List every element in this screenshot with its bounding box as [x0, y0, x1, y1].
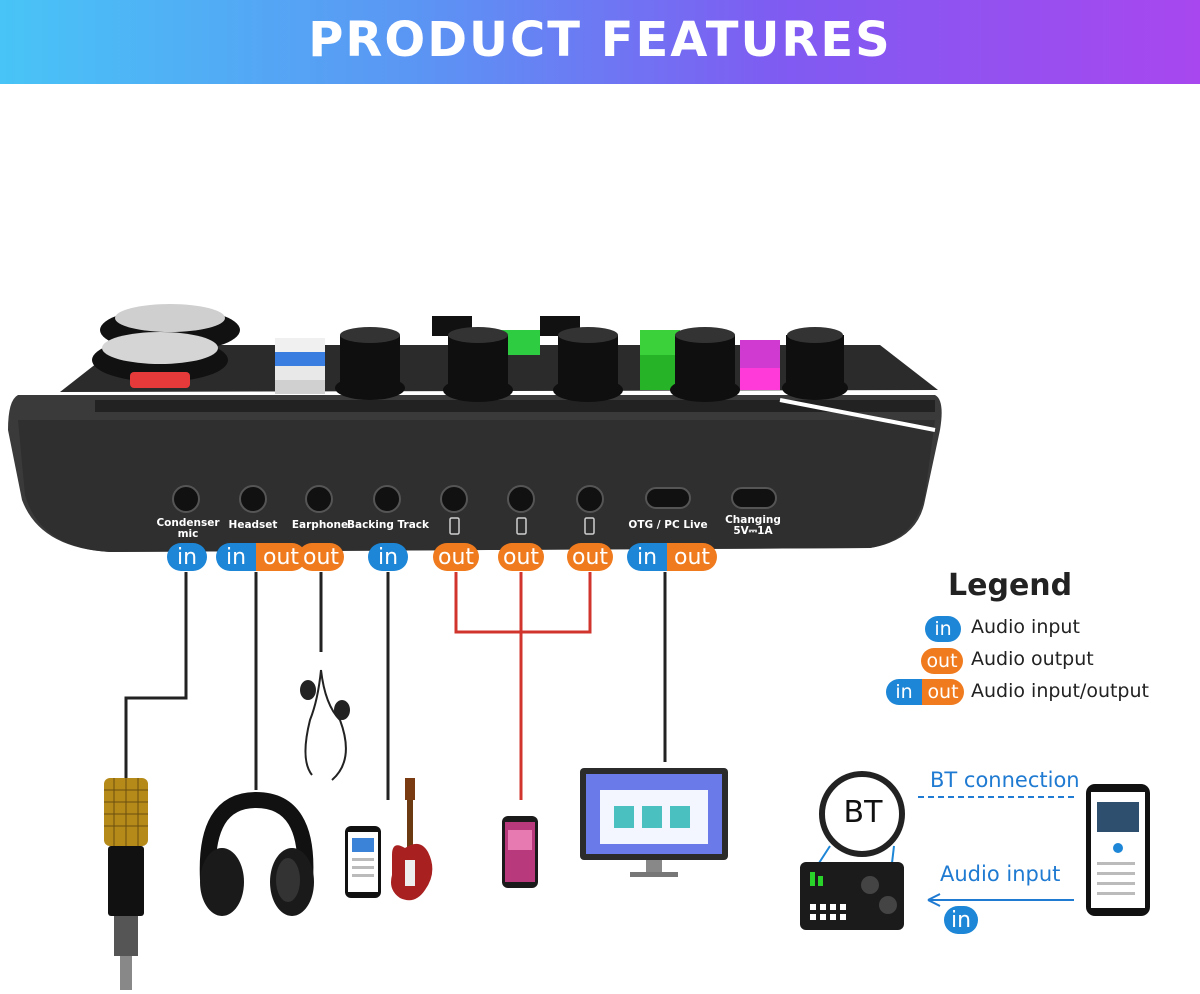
legend-badge-in: in	[925, 616, 961, 642]
port-label-changing: Changing 5V⎓1A	[725, 514, 781, 537]
badge-in: in	[925, 616, 961, 642]
badge-earphone: out	[298, 543, 344, 571]
smartphone-icon	[502, 816, 538, 888]
sound-card-device	[8, 304, 942, 552]
bt-label: BT	[843, 795, 883, 830]
badge-headset: in out	[216, 543, 306, 571]
badge-in: in	[886, 679, 922, 705]
badge-in: in	[216, 543, 256, 571]
port-label-otg-pc-live: OTG / PC Live	[628, 519, 708, 531]
legend-badge-out: out	[921, 648, 963, 674]
bt-audio-input-label: Audio input	[940, 862, 1061, 886]
page-title: PRODUCT FEATURES	[308, 12, 892, 68]
wires	[124, 572, 667, 800]
condenser-microphone-icon	[104, 778, 148, 990]
badge-in: in	[368, 543, 408, 571]
badge-out: out	[667, 543, 717, 571]
red-output-wires	[454, 572, 592, 800]
electric-guitar-icon	[391, 778, 433, 901]
phone-port-icon	[516, 517, 527, 535]
legend-text-audio-output: Audio output	[971, 648, 1094, 670]
bt-connection-arrow	[918, 796, 1074, 907]
phone-port-icon	[584, 517, 595, 535]
legend-text-audio-input-output: Audio input/output	[971, 680, 1149, 702]
header-banner: PRODUCT FEATURES	[0, 0, 1200, 84]
badge-out: out	[921, 648, 963, 674]
badge-out: out	[567, 543, 613, 571]
badge-out: out	[922, 679, 964, 705]
legend-title: Legend	[948, 568, 1073, 603]
badge-in: in	[627, 543, 667, 571]
legend-text-audio-input: Audio input	[971, 616, 1080, 638]
badge-out: out	[298, 543, 344, 571]
badge-in: in	[167, 543, 207, 571]
headphones-icon	[199, 791, 314, 916]
port-label-backing-track: Backing Track	[346, 519, 430, 531]
port-label-earphone: Earphone	[291, 519, 349, 531]
phone-port-icon	[449, 517, 460, 535]
bt-input-badge: in	[944, 906, 978, 934]
port-label-condenser-mic: Condenser mic	[156, 517, 220, 540]
badge-otg-pc-live: in out	[627, 543, 717, 571]
sound-card-icon	[800, 862, 904, 930]
port-label-headset: Headset	[228, 519, 278, 531]
badge-phone-out-2: out	[498, 543, 544, 571]
badge-phone-out-3: out	[567, 543, 613, 571]
legend-badge-inout: in out	[886, 679, 964, 705]
badge-out: out	[433, 543, 479, 571]
smartphone-icon	[1086, 784, 1150, 916]
computer-monitor-icon	[580, 768, 728, 877]
smartphone-icon	[345, 826, 381, 898]
badge-in: in	[944, 906, 978, 934]
badge-backing-track: in	[368, 543, 408, 571]
badge-out: out	[498, 543, 544, 571]
earphones-icon	[300, 669, 350, 781]
badge-out: out	[256, 543, 306, 571]
bt-connection-label: BT connection	[930, 768, 1080, 792]
badge-phone-out-1: out	[433, 543, 479, 571]
badge-condenser-mic: in	[167, 543, 207, 571]
